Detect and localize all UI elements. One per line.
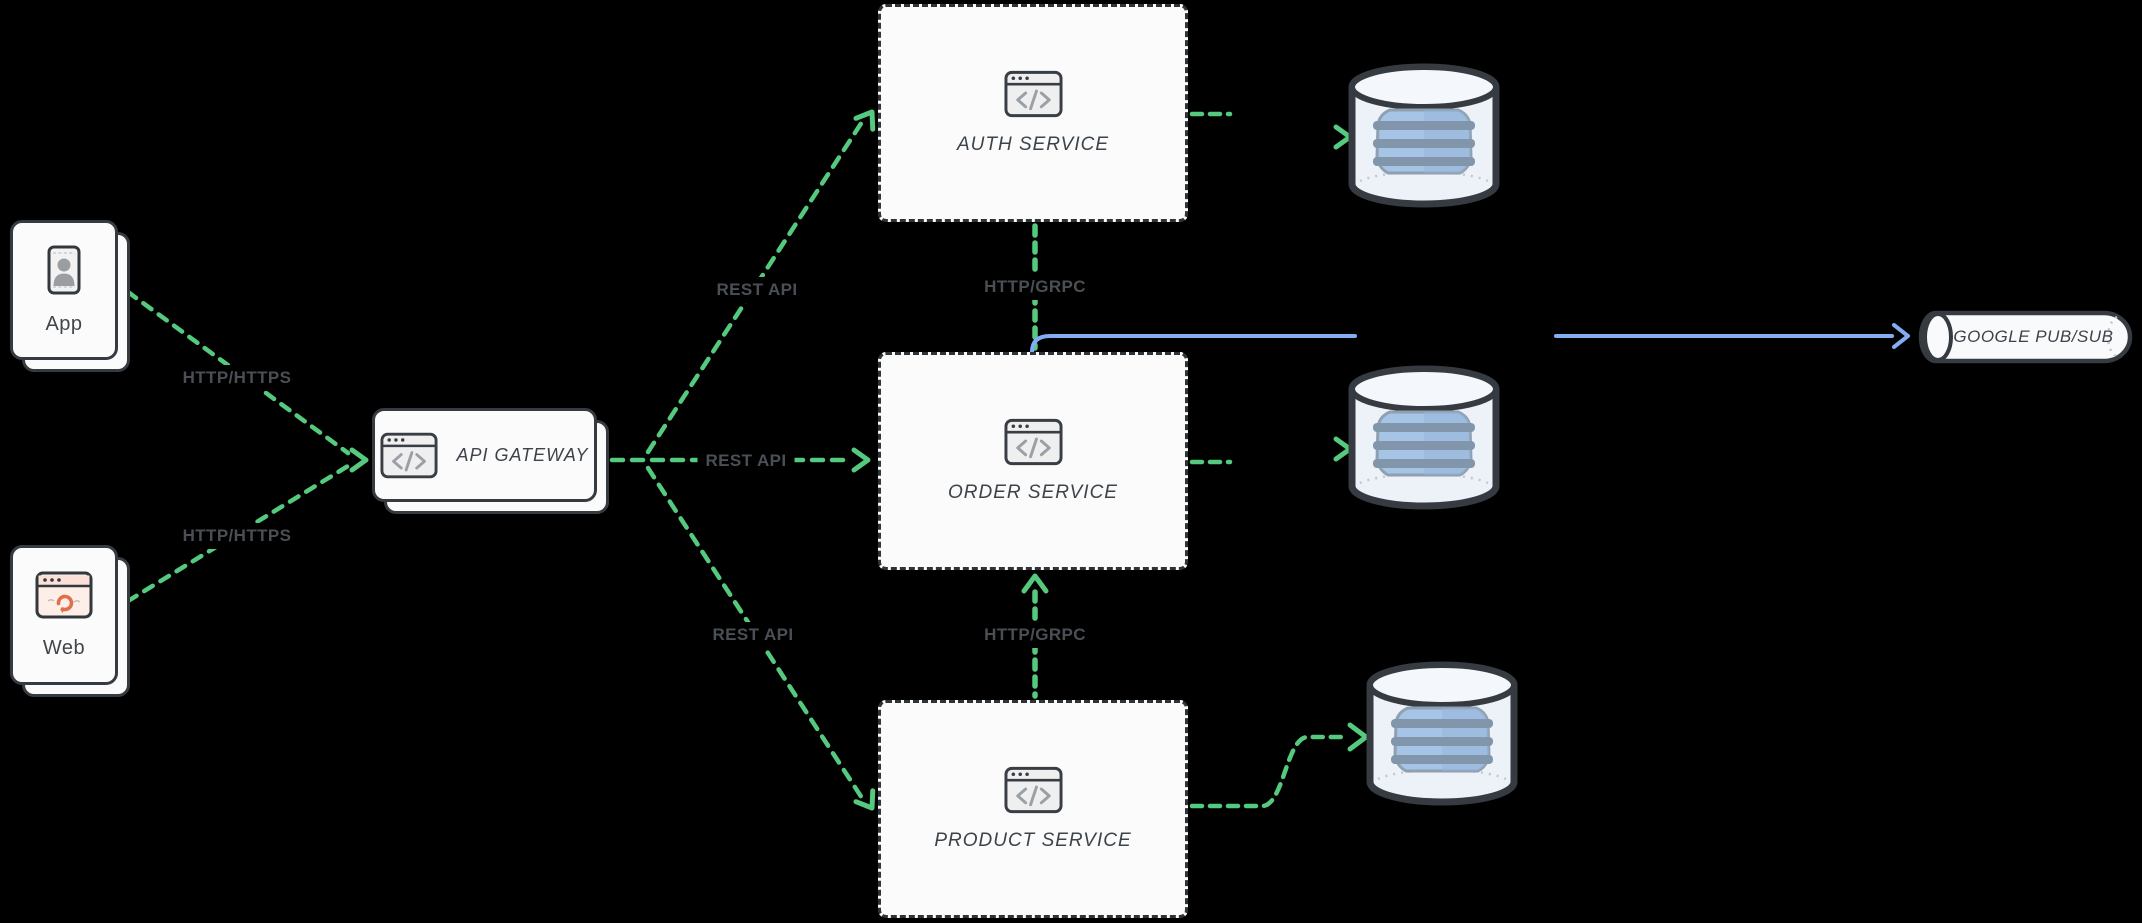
browser-icon [35, 571, 93, 618]
code-window-icon [1003, 70, 1063, 118]
node-product-service[interactable]: PRODUCT SERVICE [878, 700, 1188, 918]
edge-order-db [1189, 436, 1353, 465]
auth-service-label: AUTH SERVICE [956, 134, 1110, 155]
node-app-client[interactable]: App [10, 220, 130, 372]
product-service-label: PRODUCT SERVICE [934, 830, 1132, 851]
edge-label-gateway-auth: REST API [708, 277, 806, 303]
edge-label-gateway-product: REST API [704, 622, 802, 648]
order-service-label: ORDER SERVICE [948, 482, 1118, 503]
app-label: App [45, 312, 83, 335]
edge-label-product-order: HTTP/GRPC [976, 622, 1094, 648]
pubsub-label: GOOGLE PUB/SUB [1953, 327, 2114, 346]
edge-label-web-gateway: HTTP/HTTPS [174, 523, 300, 549]
node-auth-service[interactable]: AUTH SERVICE [878, 4, 1188, 222]
queue-cylinder-icon [1918, 310, 2133, 364]
code-window-icon [1003, 418, 1063, 466]
edge-order-pubsub [1030, 323, 1910, 354]
edge-label-auth-order: HTTP/GRPC [976, 274, 1094, 300]
database-icon [1362, 660, 1522, 810]
edge-auth-db [1189, 111, 1353, 150]
database-icon [1344, 62, 1504, 212]
node-auth-database[interactable] [1344, 62, 1504, 212]
edge-label-app-gateway: HTTP/HTTPS [174, 365, 300, 391]
code-window-icon [380, 432, 439, 478]
node-order-service[interactable]: ORDER SERVICE [878, 352, 1188, 570]
edge-label-gateway-order: REST API [697, 448, 795, 474]
node-google-pubsub[interactable]: GOOGLE PUB/SUB [1912, 308, 2142, 366]
api-gateway-label: API GATEWAY [456, 444, 589, 465]
web-label: Web [42, 636, 86, 659]
node-order-database[interactable] [1344, 364, 1504, 514]
database-icon [1344, 364, 1504, 514]
user-portrait-icon [47, 245, 81, 294]
node-product-database[interactable] [1362, 660, 1522, 810]
code-window-icon [1003, 766, 1063, 814]
node-api-gateway[interactable]: API GATEWAY [372, 408, 609, 514]
edge-product-db [1189, 722, 1369, 809]
node-web-client[interactable]: Web [10, 545, 130, 697]
